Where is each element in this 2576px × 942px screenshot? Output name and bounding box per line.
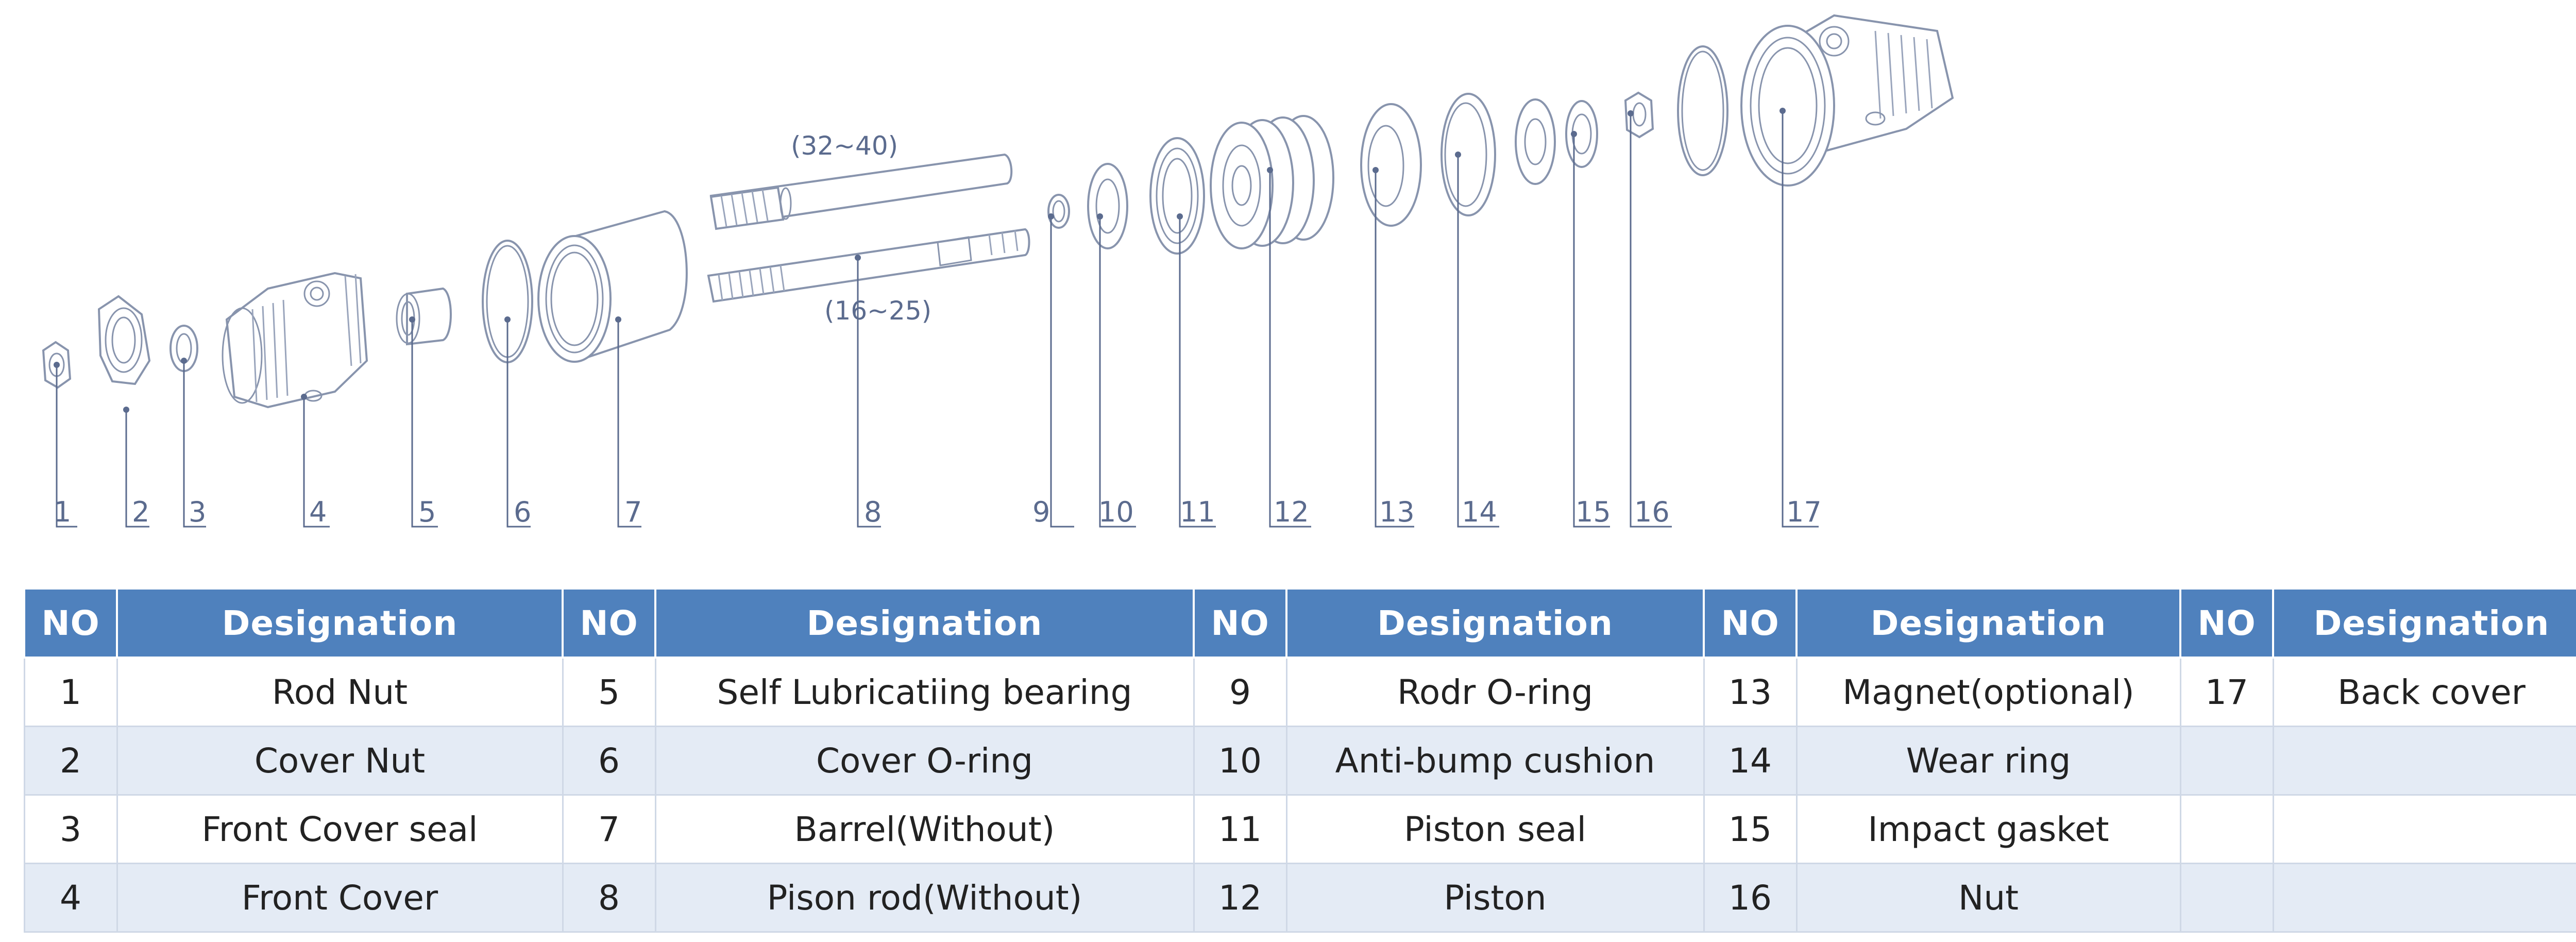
- part-bearing: [396, 287, 452, 346]
- part-number-12: 12: [1274, 496, 1309, 528]
- cell-designation: Impact gasket: [1795, 794, 2181, 864]
- cell-no: 1: [23, 657, 118, 727]
- cell-no: [2179, 726, 2274, 796]
- part-magnet: [1360, 103, 1422, 227]
- cell-no: 11: [1193, 794, 1287, 864]
- header-no: NO: [562, 587, 656, 659]
- cell-no: 17: [2179, 657, 2274, 727]
- cell-designation: Front Cover seal: [116, 794, 564, 864]
- cell-no: 16: [1703, 863, 1798, 933]
- exploded-view-diagram: (32~40) (16~25): [42, 14, 1954, 528]
- cell-designation: Self Lubricatiing bearing: [654, 657, 1195, 727]
- rod-size-upper: (32~40): [791, 131, 898, 161]
- cell-designation: Pison rod(Without): [654, 863, 1195, 933]
- part-number-3: 3: [189, 496, 206, 528]
- part-number-8: 8: [864, 496, 882, 528]
- cell-designation: Rodr O-ring: [1285, 657, 1705, 727]
- header-no: NO: [1193, 587, 1287, 659]
- header-designation: Designation: [2272, 587, 2576, 659]
- header-designation: Designation: [1285, 587, 1705, 659]
- cell-no: 15: [1703, 794, 1798, 864]
- part-front-cover: [222, 272, 368, 409]
- header-designation: Designation: [1795, 587, 2181, 659]
- cell-designation: [2272, 863, 2576, 933]
- part-impact-gasket: [1515, 98, 1598, 185]
- part-number-10: 10: [1098, 496, 1134, 528]
- parts-table: NO Designation NO Designation NO Designa…: [23, 587, 2576, 933]
- cell-designation: Cover O-ring: [654, 726, 1195, 796]
- part-wear-ring: [1440, 93, 1496, 216]
- part-number-9: 9: [1032, 496, 1050, 528]
- cell-designation: Nut: [1795, 863, 2181, 933]
- cell-no: 8: [562, 863, 656, 933]
- part-number-6: 6: [514, 496, 531, 528]
- cell-designation: Barrel(Without): [654, 794, 1195, 864]
- part-anti-bump-cushion: [1087, 163, 1128, 249]
- part-number-17: 17: [1786, 496, 1822, 528]
- part-number-11: 11: [1180, 496, 1215, 528]
- rod-size-lower: (16~25): [824, 296, 931, 326]
- cell-no: [2179, 863, 2274, 933]
- cell-designation: Magnet(optional): [1795, 657, 2181, 727]
- cell-designation: Piston seal: [1285, 794, 1705, 864]
- part-number-2: 2: [132, 496, 149, 528]
- part-barrel: [537, 210, 688, 363]
- cell-no: 10: [1193, 726, 1287, 796]
- part-piston: [1210, 115, 1334, 249]
- header-no: NO: [1703, 587, 1798, 659]
- part-cover-nut: [97, 295, 151, 385]
- cell-no: [2179, 794, 2274, 864]
- header-designation: Designation: [654, 587, 1195, 659]
- table-row: 1 Rod Nut 5 Self Lubricatiing bearing 9 …: [23, 657, 2576, 727]
- cell-no: 13: [1703, 657, 1798, 727]
- cell-no: 2: [23, 726, 118, 796]
- cell-designation: Wear ring: [1795, 726, 2181, 796]
- table-row: 3 Front Cover seal 7 Barrel(Without) 11 …: [23, 794, 2576, 864]
- part-number-16: 16: [1634, 496, 1670, 528]
- table-row: 4 Front Cover 8 Pison rod(Without) 12 Pi…: [23, 863, 2576, 933]
- part-piston-seal: [1149, 137, 1205, 255]
- cell-no: 5: [562, 657, 656, 727]
- cell-no: 7: [562, 794, 656, 864]
- cell-designation: Cover Nut: [116, 726, 564, 796]
- part-rod-o-ring: [1047, 194, 1070, 229]
- cell-designation: Back cover: [2272, 657, 2576, 727]
- cell-no: 12: [1193, 863, 1287, 933]
- cell-designation: Piston: [1285, 863, 1705, 933]
- header-designation: Designation: [116, 587, 564, 659]
- cell-designation: Rod Nut: [116, 657, 564, 727]
- header-no: NO: [2179, 587, 2274, 659]
- table-header-row: NO Designation NO Designation NO Designa…: [23, 587, 2576, 659]
- part-number-13: 13: [1379, 496, 1415, 528]
- part-nut: [1624, 91, 1654, 139]
- part-number-14: 14: [1462, 496, 1497, 528]
- cell-no: 6: [562, 726, 656, 796]
- header-no: NO: [23, 587, 118, 659]
- part-number-labels: 1 2 3 4 5 6 7 8 9 10 11 12 13 14 15 16 1…: [54, 496, 1822, 528]
- cell-no: 4: [23, 863, 118, 933]
- cell-designation: [2272, 794, 2576, 864]
- part-back-cover: [1677, 14, 1954, 187]
- part-number-4: 4: [309, 496, 327, 528]
- cell-no: 14: [1703, 726, 1798, 796]
- leader-lines: [54, 108, 1819, 528]
- cell-no: 9: [1193, 657, 1287, 727]
- part-number-5: 5: [418, 496, 436, 528]
- table-row: 2 Cover Nut 6 Cover O-ring 10 Anti-bump …: [23, 726, 2576, 796]
- part-piston-rod: (32~40) (16~25): [707, 131, 1030, 326]
- cell-no: 3: [23, 794, 118, 864]
- cell-designation: [2272, 726, 2576, 796]
- part-number-15: 15: [1575, 496, 1611, 528]
- part-number-7: 7: [624, 496, 642, 528]
- part-number-1: 1: [54, 496, 71, 528]
- cell-designation: Anti-bump cushion: [1285, 726, 1705, 796]
- cell-designation: Front Cover: [116, 863, 564, 933]
